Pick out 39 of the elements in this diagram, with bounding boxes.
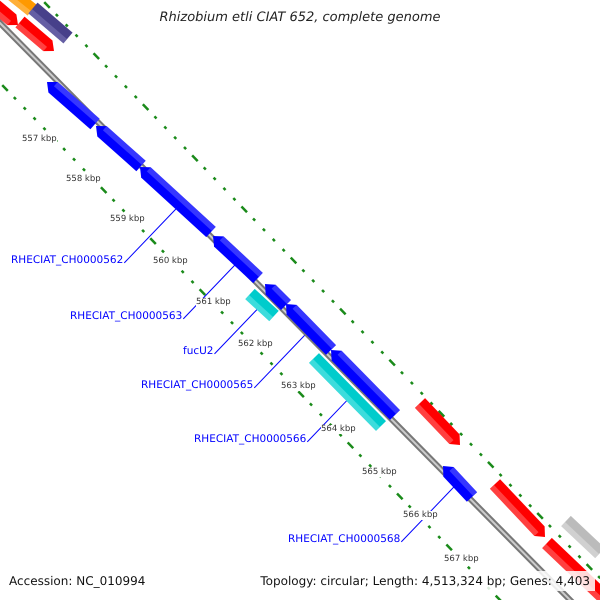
gene-label: RHECIAT_CH0000566 xyxy=(194,434,306,444)
position-label: 565 kbp xyxy=(362,468,397,476)
gene-feature xyxy=(286,304,336,355)
gene-feature xyxy=(245,288,279,322)
gene-feature xyxy=(28,2,73,44)
gene-feature xyxy=(490,479,545,537)
position-label: 557 kbp xyxy=(22,135,57,144)
position-label: 567 kbp xyxy=(444,555,479,564)
diagram-title: Rhizobium etli CIAT 652, complete genome xyxy=(158,11,442,24)
gene-feature xyxy=(213,236,263,284)
accession-text: Accession: NC_010994 xyxy=(9,575,146,587)
gene-feature xyxy=(15,16,54,52)
position-label: 562 kbp xyxy=(238,340,273,348)
position-label: 564 kbp xyxy=(321,425,356,434)
gene-label: RHECIAT_CH0000563 xyxy=(70,311,182,322)
leader-line xyxy=(306,400,348,442)
gene-feature xyxy=(443,466,478,502)
position-label: 559 kbp xyxy=(110,215,145,224)
gene-feature xyxy=(331,350,400,420)
position-label: 566 kbp xyxy=(403,511,438,520)
position-label: 561 kbp xyxy=(196,298,231,306)
gene-feature xyxy=(265,284,291,310)
gene-feature xyxy=(0,0,18,26)
gene-feature xyxy=(561,516,600,558)
leader-line xyxy=(182,264,236,320)
gene-label: RHECIAT_CH0000562 xyxy=(11,255,124,266)
gene-feature xyxy=(414,398,460,445)
gene-feature xyxy=(47,82,100,130)
gene-label: RHECIAT_CH0000568 xyxy=(288,534,400,544)
position-label: 558 kbp xyxy=(66,175,101,184)
gene-label: RHECIAT_CH0000565 xyxy=(141,380,254,390)
leader-line xyxy=(214,309,258,354)
position-label: 560 kbp xyxy=(153,257,188,266)
gene-feature xyxy=(8,0,36,16)
position-label: 563 kbp xyxy=(281,382,316,390)
gene-feature xyxy=(96,126,146,172)
leader-line xyxy=(254,333,307,388)
leader-line xyxy=(124,208,177,264)
gene-label: fucU2 xyxy=(183,346,214,356)
